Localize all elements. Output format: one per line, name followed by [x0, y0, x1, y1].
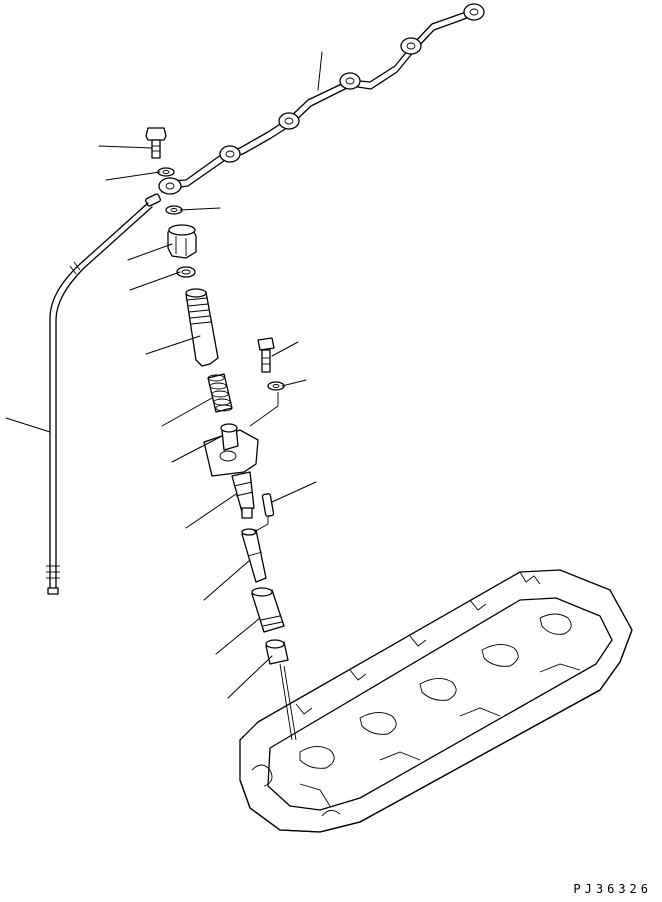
- protector-sleeve: [252, 588, 284, 632]
- drawing-code: PJ36326: [573, 882, 652, 896]
- assembly-guide-lines: [250, 392, 296, 740]
- cylinder-head: [240, 570, 632, 832]
- spring: [208, 374, 232, 412]
- leader-lines: [6, 52, 322, 698]
- retaining-nut: [168, 225, 196, 258]
- nozzle: [242, 529, 266, 582]
- dowel-pin: [262, 493, 274, 516]
- fuel-leak-pipe: [145, 4, 484, 207]
- nozzle-holder-sleeve: [186, 289, 218, 366]
- return-pipe: [46, 203, 152, 594]
- seat-ring: [266, 640, 288, 664]
- holder-bolt: [258, 338, 274, 372]
- banjo-bolt: [146, 128, 166, 158]
- injector-body: [204, 424, 258, 518]
- gasket: [177, 267, 195, 277]
